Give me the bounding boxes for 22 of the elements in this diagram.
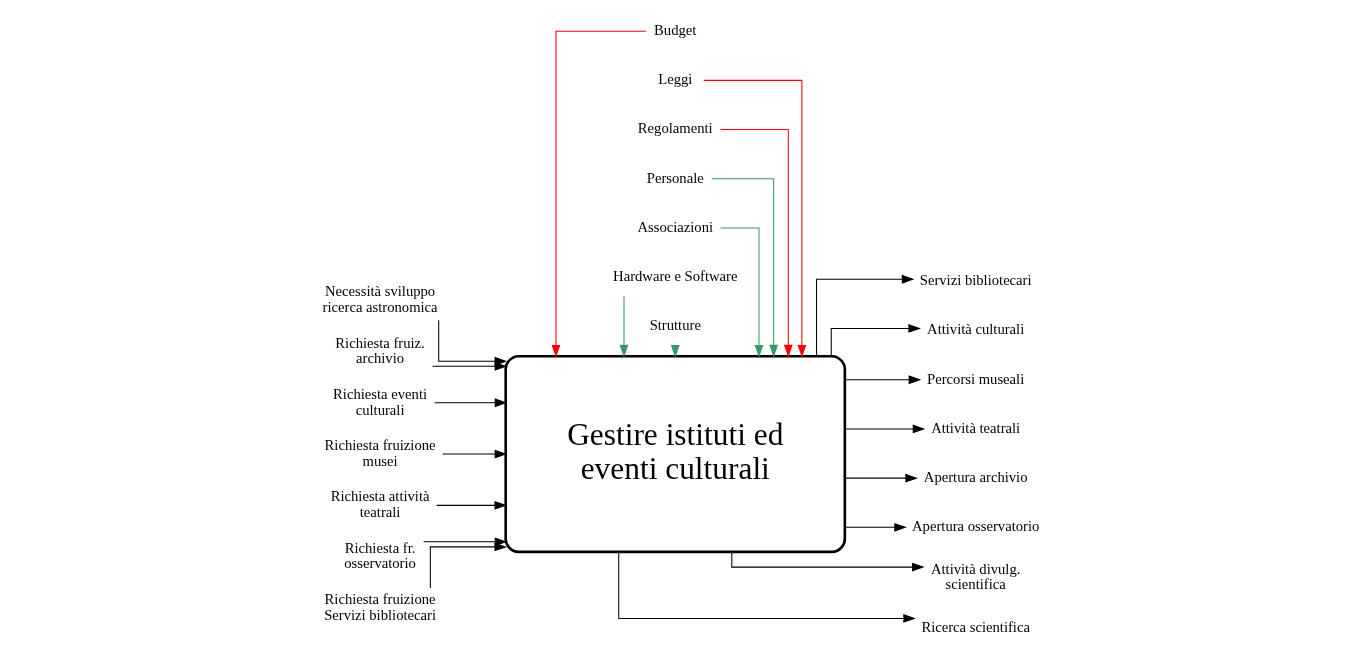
node-text: Richiesta fruizione musei — [324, 437, 436, 469]
node-text: Necessità sviluppo ricerca astronomica — [322, 283, 438, 315]
node-text: Budget — [653, 22, 696, 39]
node-text: Servizi bibliotecari — [919, 272, 1032, 289]
node-text: Regolamenti — [637, 120, 713, 137]
node-text: Hardware e Software — [612, 268, 737, 285]
node-text: Attività teatrali — [930, 419, 1020, 436]
node-text: Apertura archivio — [923, 469, 1028, 486]
node-text: Percorsi museali — [926, 370, 1024, 387]
node-text: Leggi — [657, 71, 692, 88]
node-text: Personale — [646, 169, 704, 186]
node-text: Attività divulg. scientifica — [930, 560, 1020, 593]
node-text: Associazioni — [636, 218, 713, 235]
node-text: Apertura osservatorio — [911, 518, 1039, 535]
node-text: Richiesta attività teatrali — [330, 488, 429, 521]
node-text: Richiesta fruizione Servizi bibliotecari — [323, 590, 436, 623]
node-text: Strutture — [649, 317, 701, 334]
node-text: Richiesta fruiz. archivio — [334, 334, 425, 367]
node-text: Attività culturali — [926, 321, 1024, 338]
node-text: Richiesta eventi culturali — [332, 385, 427, 418]
node-text: Richiesta fr. osservatorio — [343, 539, 416, 572]
node-text: Ricerca scientifica — [920, 618, 1030, 635]
